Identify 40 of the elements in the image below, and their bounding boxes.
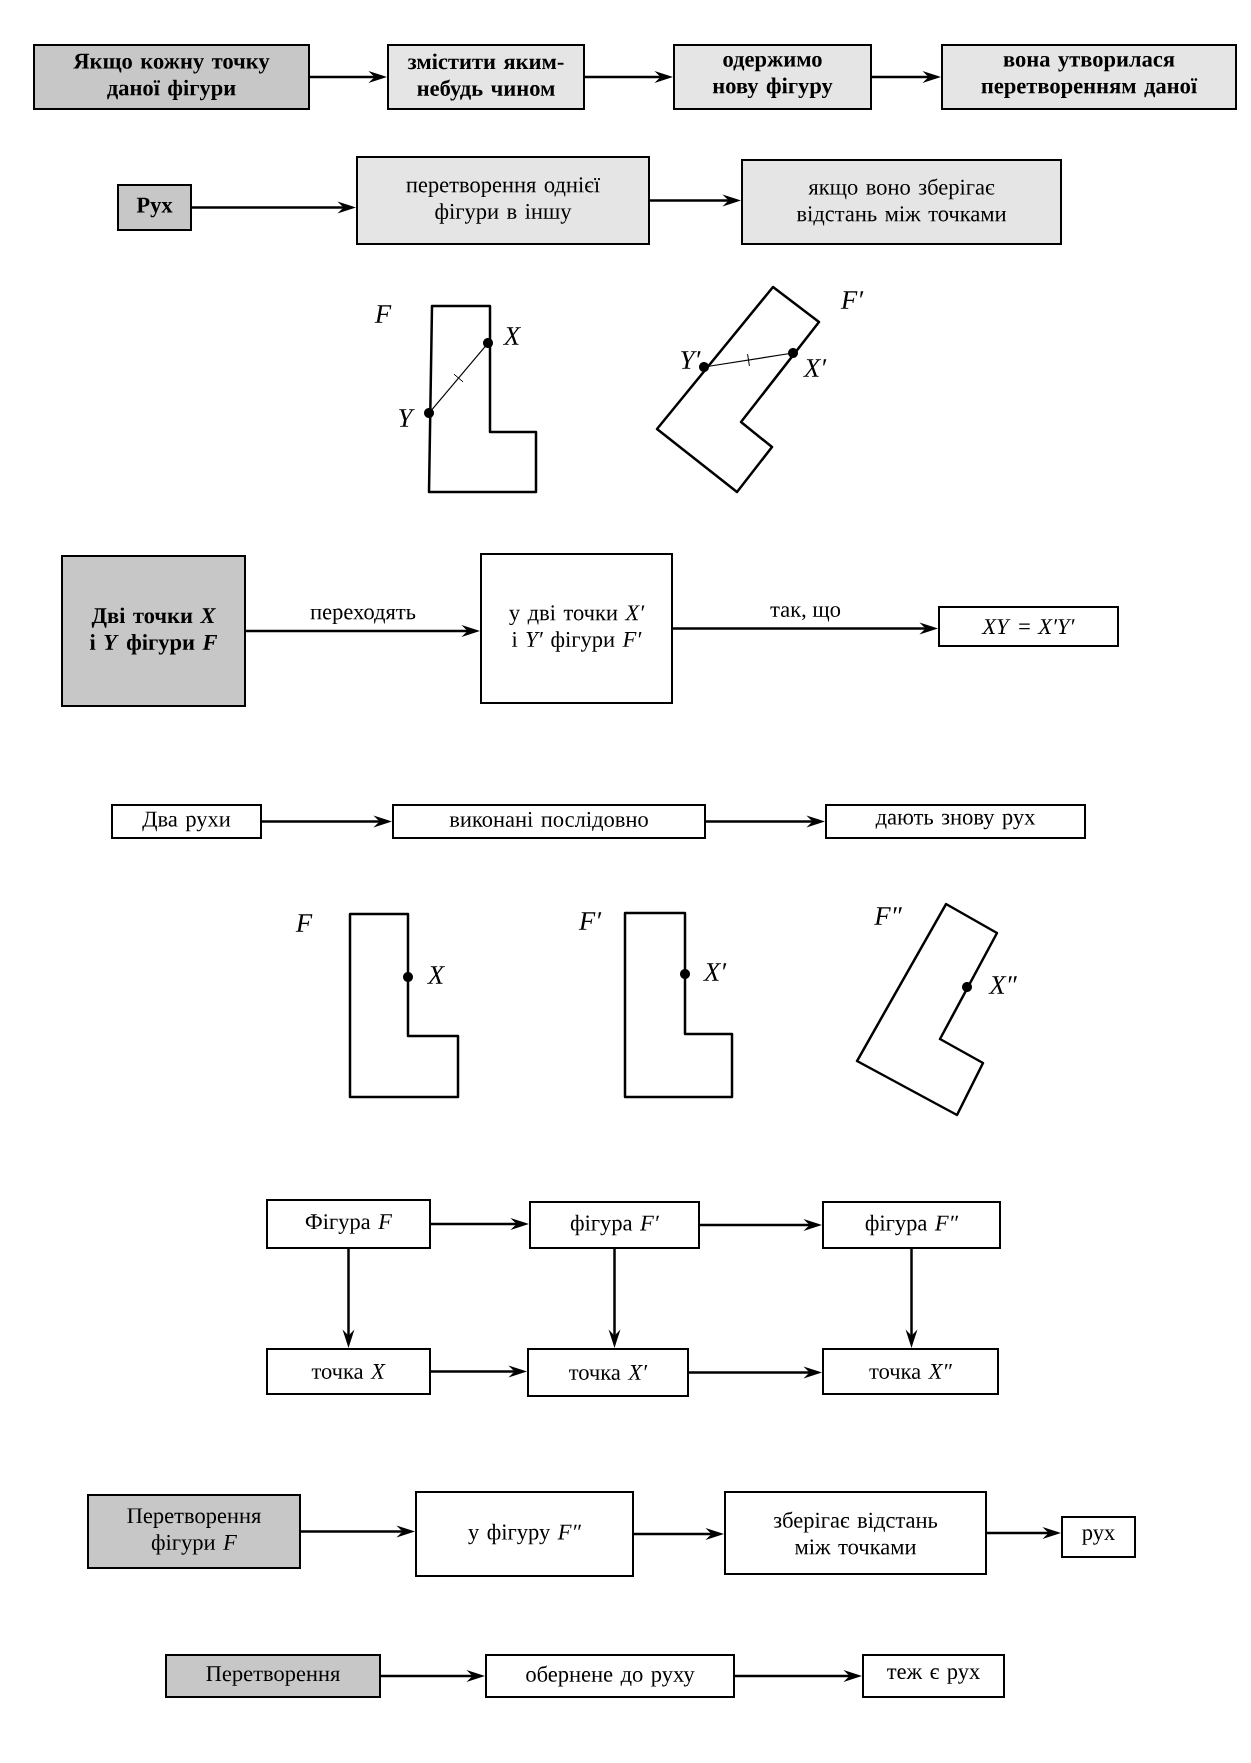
point-label: F′ <box>840 291 864 309</box>
concept-box: обернене до руху <box>485 1654 735 1698</box>
point-label: X <box>502 327 521 345</box>
concept-box: теж є рух <box>862 1654 1005 1698</box>
point-label: X′ <box>703 963 727 981</box>
point-label: F′ <box>578 912 602 930</box>
concept-box: зберігає відстань між точками <box>724 1491 987 1575</box>
concept-box: рух <box>1061 1516 1136 1558</box>
concept-box: змістити яким-небудь чином <box>387 44 585 110</box>
concept-box: Фігура F <box>266 1199 431 1249</box>
edge-label: так, що <box>768 604 843 624</box>
concept-box: фігура F″ <box>822 1201 1001 1249</box>
point-label: Y <box>399 409 415 427</box>
concept-box: дають знову рух <box>825 804 1086 839</box>
point-label: X′ <box>803 359 827 377</box>
concept-box: Дві точки X і Y фігури F <box>61 555 246 707</box>
concept-box: Перетворення <box>165 1654 381 1698</box>
concept-box: точка X″ <box>822 1348 999 1395</box>
concept-box: перетворення однієї фігури в іншу <box>356 156 650 245</box>
concept-box: Два рухи <box>111 804 262 839</box>
concept-box: точка X′ <box>527 1348 689 1397</box>
concept-box: виконані послідовно <box>392 804 706 839</box>
point-label: Y′ <box>681 351 701 369</box>
edge-label: переходять <box>308 606 418 626</box>
concept-box: XY = X′Y′ <box>938 606 1119 647</box>
point-label: X <box>426 966 445 984</box>
concept-box: у дві точки X′ і Y′ фігури F′ <box>480 553 673 704</box>
concept-box: Перетворення фігури F <box>87 1494 301 1569</box>
concept-box: одержимо нову фігуру <box>673 44 872 110</box>
concept-box: Якщо кожну точку даної фігури <box>33 44 310 110</box>
concept-box: вона утворилася перетворенням даної <box>941 44 1237 110</box>
concept-box: якщо воно зберігає відстань між точками <box>741 159 1062 245</box>
point-label: F <box>374 305 392 323</box>
concept-box: у фігуру F″ <box>415 1491 634 1577</box>
point-label: F <box>295 914 313 932</box>
point-label: F″ <box>874 907 902 925</box>
concept-box: Рух <box>117 184 192 231</box>
concept-box: точка X <box>266 1348 431 1395</box>
concept-box: фігура F′ <box>529 1201 700 1249</box>
point-label: X″ <box>988 976 1017 994</box>
